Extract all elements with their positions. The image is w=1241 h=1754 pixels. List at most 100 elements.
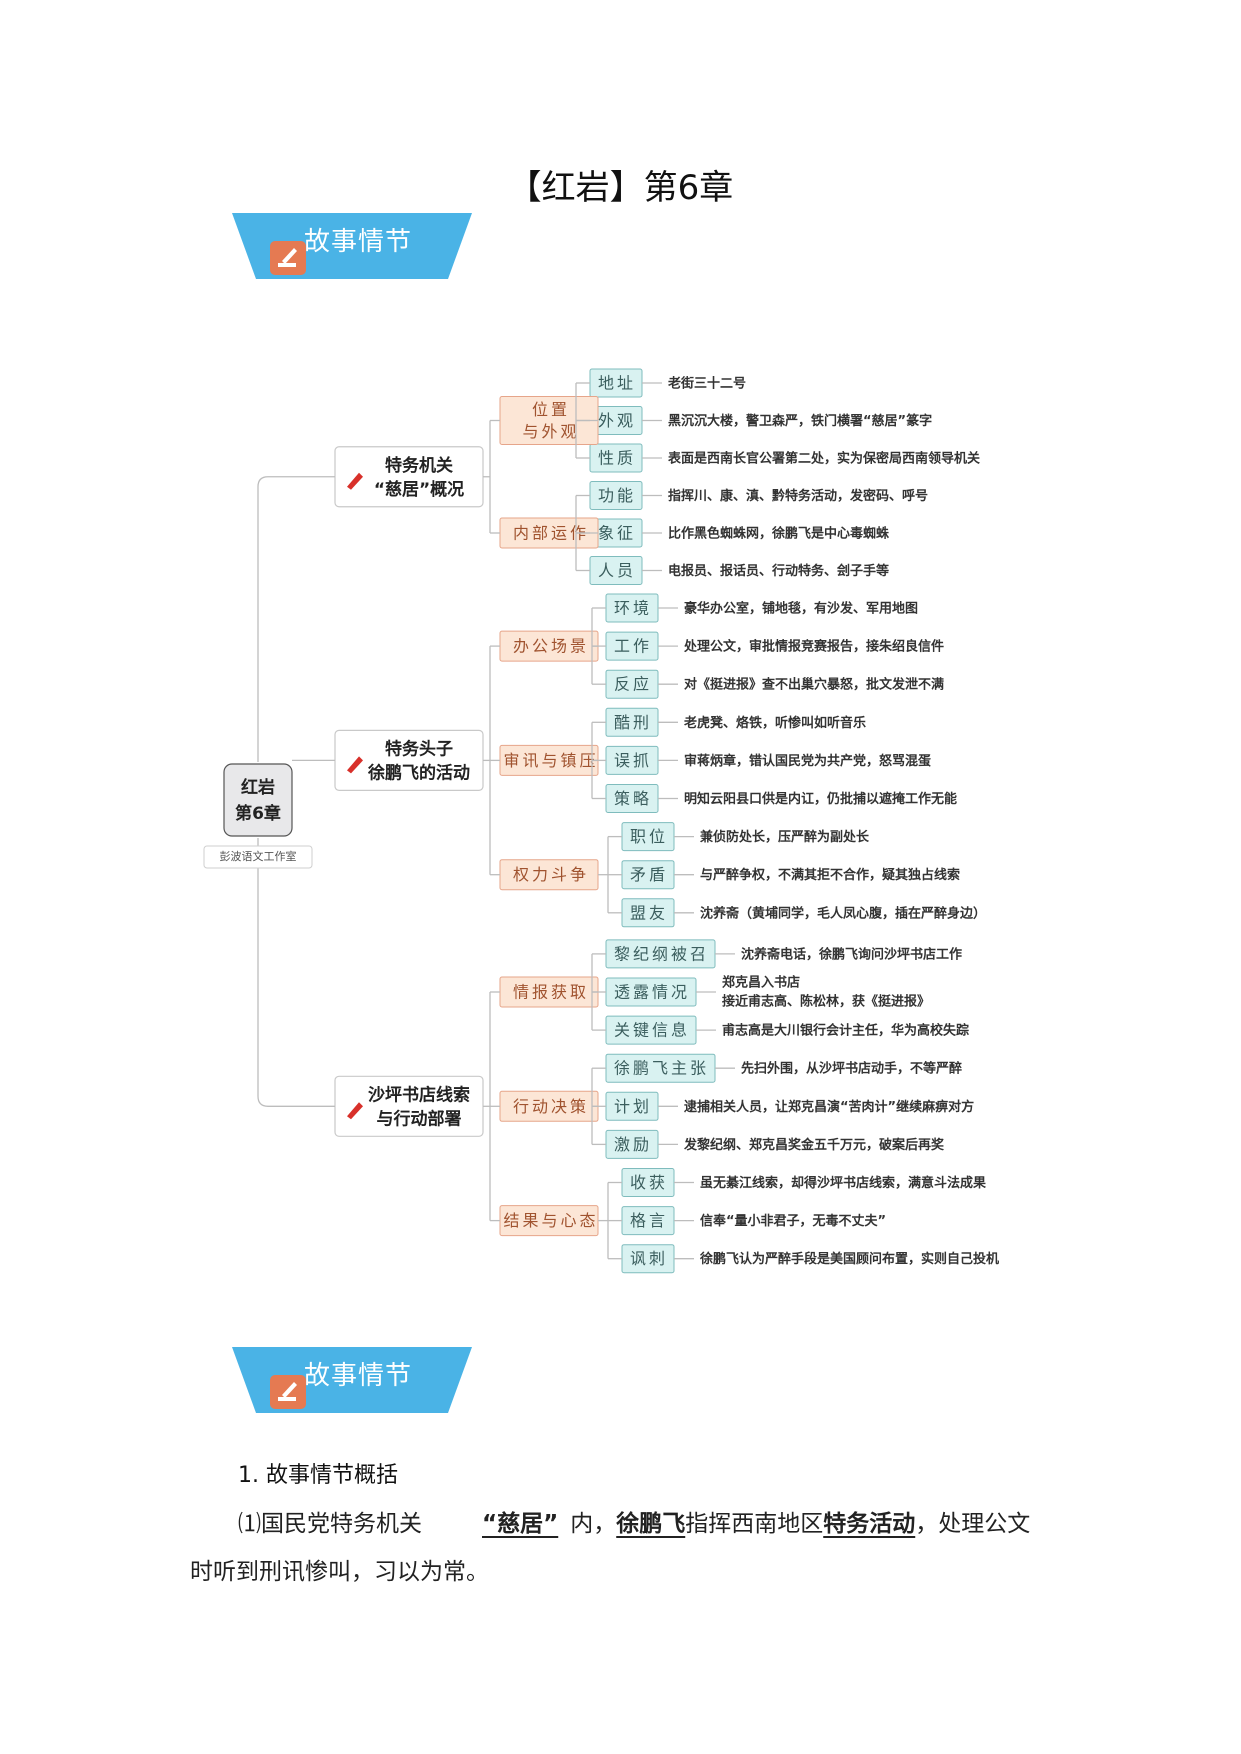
sub-node: 办公场景 — [499, 630, 599, 662]
leaf-label: 矛盾 — [630, 865, 668, 884]
banner-label: 故事情节 — [304, 1361, 413, 1391]
fill-blank: 特务活动 — [823, 1511, 916, 1537]
main-label: 特务头子 — [385, 738, 453, 759]
leaf-label: 收获 — [630, 1173, 668, 1192]
leaf-description: 徐鹏飞认为严醉手段是美国顾问布置，实则自己投机 — [699, 1251, 999, 1267]
pencil-icon — [347, 1102, 363, 1120]
section-heading: 1. 故事情节概括 — [238, 1463, 398, 1488]
leaf-label: 格言 — [630, 1211, 668, 1230]
leaf-label: 性质 — [598, 449, 636, 468]
leaf-node: 环境 — [605, 593, 659, 623]
leaf-description: 虽无綦江线索，却得沙坪书店线索，满意斗法成果 — [700, 1175, 986, 1191]
root-connector — [257, 838, 335, 1107]
pencil-note-icon — [270, 241, 306, 275]
sub-label: 位置 — [532, 400, 570, 419]
main-node: 特务机关“慈居”概况 — [334, 446, 484, 508]
leaf-description: 逮捕相关人员，让郑克昌演“苦肉计”继续麻痹对方 — [684, 1099, 974, 1115]
leaf-description: 明知云阳县口供是内讧，仍批捕以遮掩工作无能 — [684, 791, 957, 807]
main-label: 与行动部署 — [377, 1108, 462, 1129]
leaf-label: 激励 — [614, 1135, 652, 1154]
sub-node: 情报获取 — [499, 976, 599, 1008]
leaf-label: 环境 — [614, 599, 652, 618]
leaf-description: 老街三十二号 — [667, 376, 746, 392]
leaf-node: 徐鹏飞主张 — [605, 1053, 716, 1083]
leaf-description: 指挥川、康、滇、黔特务活动，发密码、呼号 — [668, 488, 928, 504]
leaf-label: 职位 — [630, 827, 668, 846]
leaf-node: 反应 — [605, 669, 659, 699]
sub-label: 权力斗争 — [513, 865, 589, 884]
summary-paragraph: ⑴国民党特务机关“慈居”内，徐鹏飞指挥西南地区特务活动，处理公文时听到刑讯惨叫，… — [190, 1500, 1040, 1596]
main-label: 徐鹏飞的活动 — [367, 762, 470, 783]
leaf-node: 收获 — [621, 1168, 675, 1197]
sub-node: 审讯与镇压 — [499, 744, 599, 776]
root-label: 第6章 — [235, 803, 281, 824]
leaf-node: 职位 — [621, 822, 675, 852]
leaf-description: 先扫外围，从沙坪书店动手，不等严醉 — [741, 1061, 962, 1077]
leaf-node: 矛盾 — [621, 860, 675, 890]
paragraph-text: 内， — [570, 1511, 617, 1537]
mindmap: 地址老街三十二号外观黑沉沉大楼，警卫森严，铁门横署“慈居”篆字性质表面是西南长官… — [203, 368, 999, 1274]
leaf-node: 讽刺 — [621, 1244, 675, 1274]
leaf-node: 工作 — [605, 631, 659, 661]
leaf-node: 格言 — [621, 1206, 675, 1236]
leaf-description: 豪华办公室，铺地毯，有沙发、军用地图 — [684, 601, 918, 617]
leaf-node: 地址 — [589, 368, 643, 398]
root-connector — [257, 476, 335, 762]
branch-group: 地址老街三十二号外观黑沉沉大楼，警卫森严，铁门横署“慈居”篆字性质表面是西南长官… — [257, 368, 980, 762]
leaf-node: 策略 — [605, 784, 659, 813]
paragraph-text: ⑴国民党特务机关 — [238, 1511, 422, 1537]
leaf-description: 电报员、报话员、行动特务、刽子手等 — [668, 563, 889, 579]
main-label: 沙坪书店线索 — [368, 1084, 470, 1105]
leaf-label: 策略 — [614, 789, 652, 808]
sub-label: 内部运作 — [513, 524, 589, 543]
leaf-description: 处理公文，审批情报竞赛报告，接朱绍良信件 — [683, 639, 944, 655]
leaf-label: 工作 — [614, 637, 652, 656]
leaf-node: 人员 — [589, 556, 643, 585]
sub-node: 权力斗争 — [499, 859, 599, 891]
sub-label: 办公场景 — [513, 637, 589, 656]
leaf-label: 讽刺 — [630, 1249, 668, 1268]
section-banner: 故事情节 — [232, 1347, 472, 1413]
leaf-node: 关键信息 — [605, 1015, 697, 1045]
leaf-label: 计划 — [614, 1097, 652, 1116]
leaf-label: 盟友 — [630, 903, 668, 922]
banner-label: 故事情节 — [304, 227, 413, 257]
leaf-label: 关键信息 — [614, 1021, 690, 1040]
leaf-label: 人员 — [598, 561, 636, 580]
leaf-label: 外观 — [598, 411, 636, 430]
leaf-description: 沈养斋（黄埔同学，毛人凤心腹，插在严醉身边） — [700, 905, 986, 921]
pencil-icon — [347, 472, 363, 490]
leaf-description: 甫志高是大川银行会计主任，华为高校失踪 — [722, 1023, 969, 1039]
leaf-node: 误抓 — [605, 745, 659, 775]
sub-label: 与外观 — [522, 422, 579, 441]
leaf-description: 郑克昌入书店 — [722, 975, 800, 991]
pencil-note-icon — [270, 1375, 306, 1409]
leaf-description: 老虎凳、烙铁，听惨叫如听音乐 — [683, 715, 866, 731]
leaf-label: 透露情况 — [614, 983, 690, 1002]
main-label: 特务机关 — [385, 455, 453, 476]
leaf-label: 黎纪纲被召 — [614, 944, 709, 963]
studio-box — [203, 845, 313, 869]
section-banner: 故事情节 — [232, 213, 472, 279]
leaf-node: 黎纪纲被召 — [605, 939, 716, 969]
studio-label: 彭波语文工作室 — [220, 849, 297, 863]
sub-label: 行动决策 — [513, 1097, 589, 1116]
leaf-description: 比作黑色蜘蛛网，徐鹏飞是中心毒蜘蛛 — [668, 526, 890, 542]
leaf-node: 象征 — [589, 518, 643, 548]
leaf-node: 性质 — [589, 443, 643, 473]
sub-node: 行动决策 — [499, 1090, 599, 1122]
leaf-label: 酷刑 — [614, 713, 652, 732]
sub-label: 审讯与镇压 — [503, 751, 598, 770]
leaf-label: 地址 — [598, 374, 636, 393]
root-box — [223, 763, 293, 837]
sub-node: 内部运作 — [499, 517, 599, 549]
leaf-node: 外观 — [589, 406, 643, 435]
sub-node: 结果与心态 — [499, 1205, 599, 1237]
leaf-label: 功能 — [598, 486, 636, 505]
leaf-label: 误抓 — [614, 751, 652, 770]
sub-label: 结果与心态 — [503, 1211, 598, 1230]
